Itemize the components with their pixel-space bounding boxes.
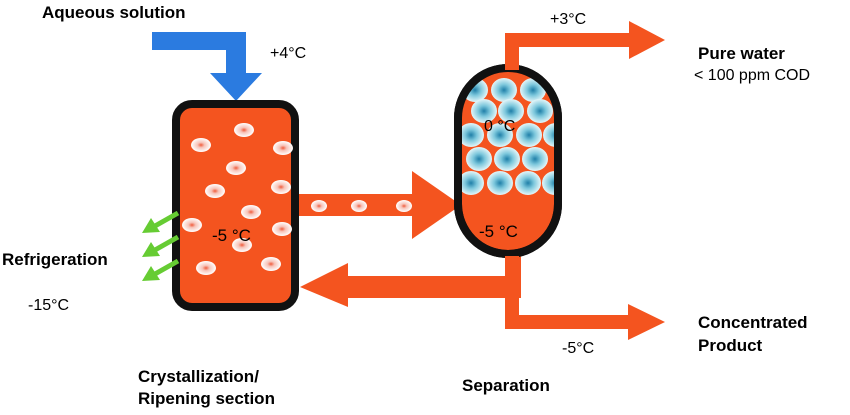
aqueous-solution-label: Aqueous solution <box>42 3 186 22</box>
crystallizer-temp-label: -5 °C <box>212 226 251 245</box>
refrigeration-label: Refrigeration <box>2 250 108 269</box>
seed-crystal-icon <box>271 180 291 194</box>
pure-water-outlet-arrow <box>505 21 665 70</box>
separator-outline <box>454 64 562 258</box>
seed-crystal-icon <box>182 218 202 232</box>
crystallizer-vessel <box>172 100 299 311</box>
seed-crystal-icon <box>273 141 293 155</box>
pure-water-label: Pure water <box>698 44 785 63</box>
ice-crystal-icon <box>458 171 484 195</box>
product-temp-label: -5°C <box>562 340 594 357</box>
ice-crystal-icon <box>487 123 513 147</box>
transported-crystals <box>311 200 412 212</box>
seed-crystal-icon <box>272 222 292 236</box>
ice-crystal-icon <box>471 99 497 123</box>
ice-crystal-icon <box>516 123 542 147</box>
concentrated-label-line1: Concentrated <box>698 313 808 332</box>
seed-crystal-icon <box>261 257 281 271</box>
crystallization-label-line2: Ripening section <box>138 389 275 408</box>
seed-crystal-icon <box>232 238 252 252</box>
cod-label: < 100 ppm COD <box>694 67 810 84</box>
refrigeration-arrows <box>142 210 180 281</box>
ice-crystal-icon <box>515 171 541 195</box>
ice-crystal-icon <box>498 99 524 123</box>
separator-top-temp-label: 0 °C <box>484 118 515 135</box>
concentrated-label-line2: Product <box>698 336 763 355</box>
ice-crystal-icon <box>491 78 517 102</box>
water-out-temp-label: +3°C <box>550 11 586 28</box>
ice-crystal-icon <box>458 123 484 147</box>
ice-crystal-icon <box>466 147 492 171</box>
separation-label: Separation <box>462 376 550 395</box>
ice-crystal-icon <box>487 171 513 195</box>
seed-crystal-icon <box>396 200 412 212</box>
recycle-flow-arrow-body <box>300 256 521 307</box>
product-outlet-arrow <box>505 256 665 340</box>
crystallizer-seed-crystals <box>182 123 293 275</box>
ice-crystal-icon <box>522 147 548 171</box>
seed-crystal-icon <box>241 205 261 219</box>
crystallization-label-line1: Crystallization/ <box>138 367 259 386</box>
seed-crystal-icon <box>226 161 246 175</box>
separator-bottom-temp-label: -5 °C <box>479 222 518 241</box>
ice-crystal-icon <box>527 99 553 123</box>
cooling-arrow-icon <box>142 258 180 281</box>
ice-crystal-icon <box>494 147 520 171</box>
slurry-flow-arrow <box>299 171 461 239</box>
seed-crystal-icon <box>351 200 367 212</box>
refrigeration-temp-label: -15°C <box>28 297 69 314</box>
cooling-arrow-icon <box>142 234 180 257</box>
seed-crystal-icon <box>234 123 254 137</box>
seed-crystal-icon <box>196 261 216 275</box>
cooling-arrow-icon <box>142 210 180 233</box>
seed-crystal-icon <box>311 200 327 212</box>
inlet-temp-label: +4°C <box>270 45 306 62</box>
seed-crystal-icon <box>205 184 225 198</box>
seed-crystal-icon <box>191 138 211 152</box>
inlet-arrow-icon <box>152 32 262 101</box>
